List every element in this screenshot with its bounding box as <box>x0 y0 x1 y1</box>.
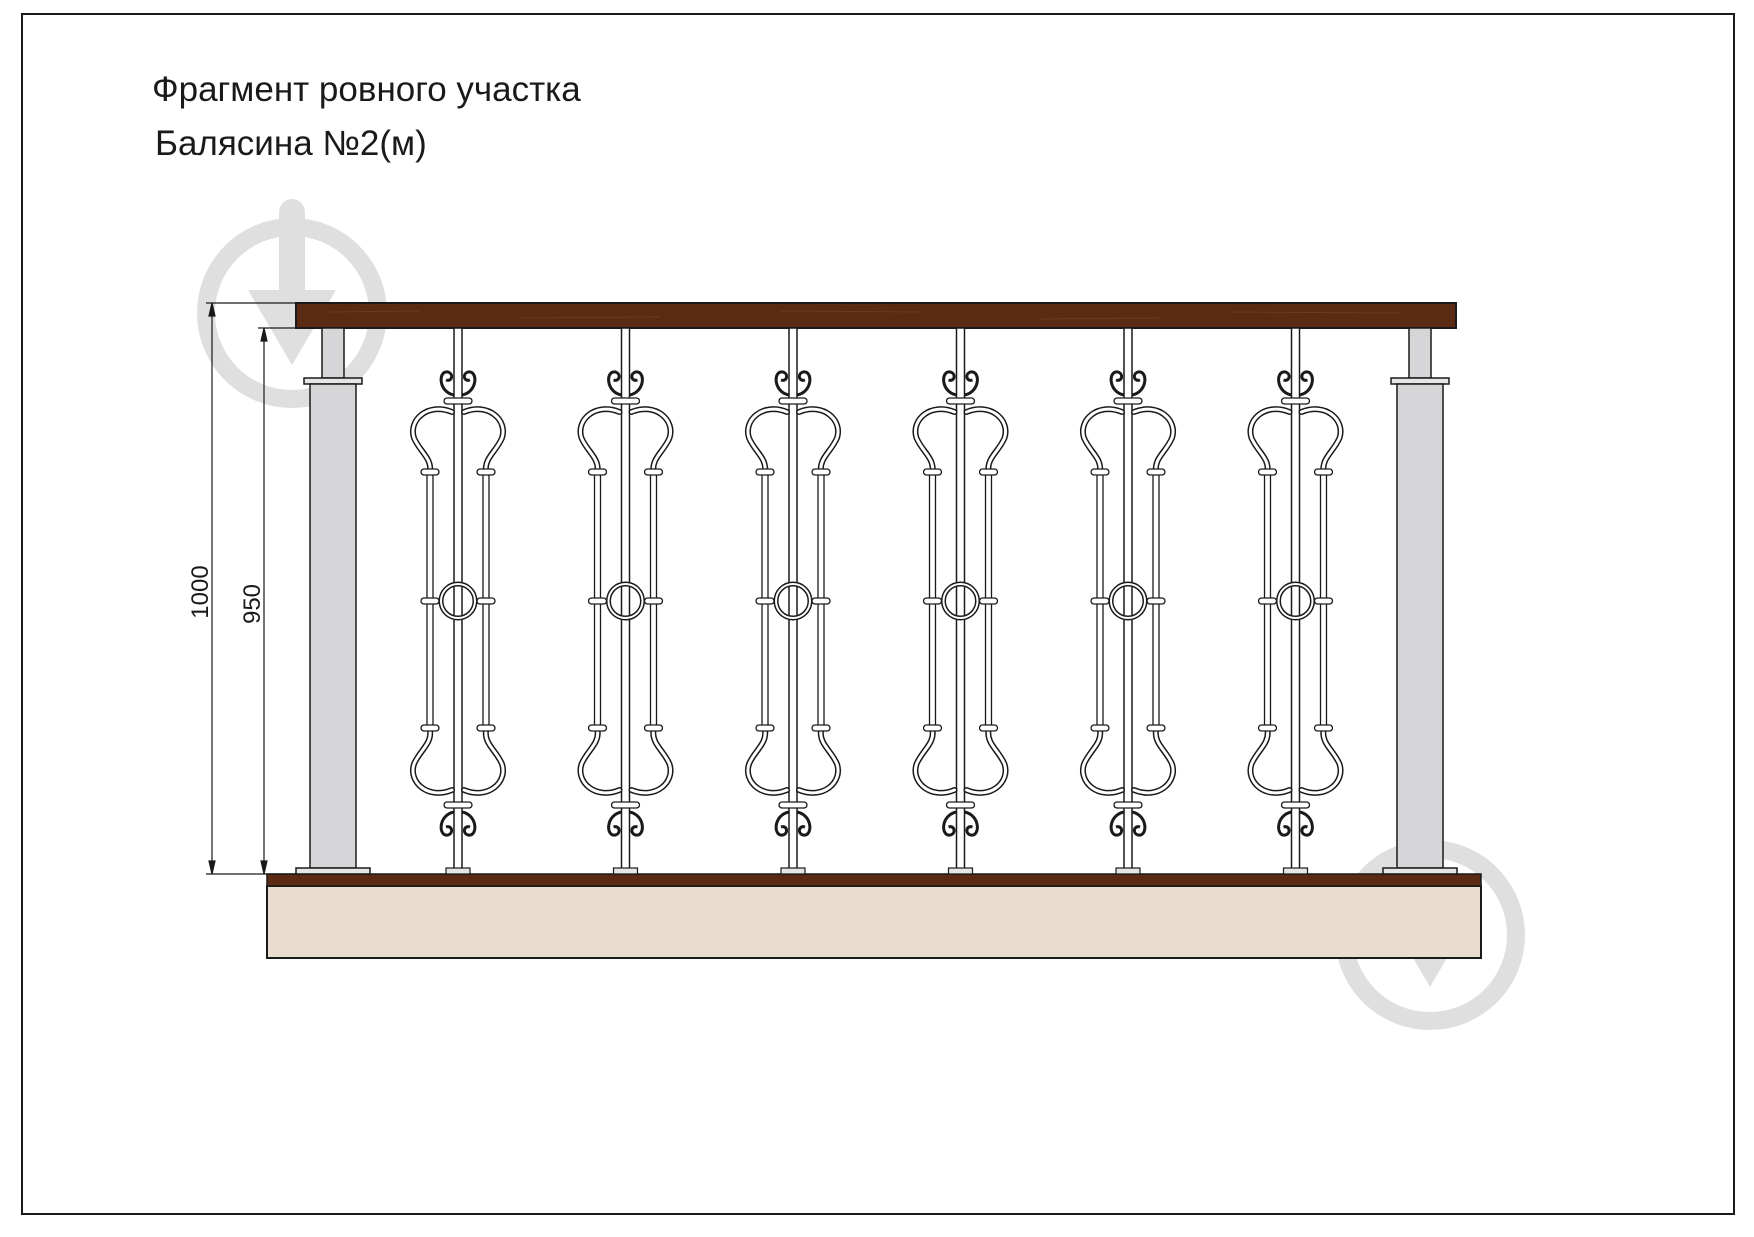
baluster-model-label: Балясина №2(м) <box>155 124 427 163</box>
baluster <box>912 327 1009 875</box>
dimension-1000 <box>206 302 296 875</box>
sheet-border <box>21 13 1735 1215</box>
drawing-title: Фрагмент ровного участка <box>152 70 581 109</box>
baluster <box>577 327 674 875</box>
baluster <box>409 327 507 875</box>
baluster <box>1079 327 1177 875</box>
baluster <box>1247 327 1344 875</box>
right-post <box>1382 327 1458 875</box>
handrail <box>295 302 1457 329</box>
balusters <box>409 327 1344 875</box>
base-slab <box>266 885 1482 959</box>
dimension-label-1000: 1000 <box>187 565 214 618</box>
base-top-board <box>266 873 1482 887</box>
left-post <box>295 327 371 875</box>
baluster <box>744 327 842 875</box>
dimension-label-950: 950 <box>239 584 266 624</box>
dimension-950 <box>258 327 310 875</box>
